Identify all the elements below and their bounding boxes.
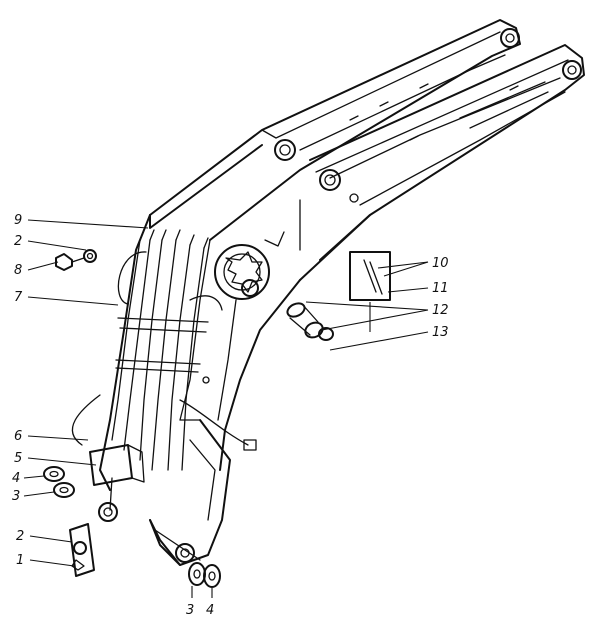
callout-3-bottom: 3 — [186, 603, 194, 618]
bolt-and-washer-8-2 — [55, 249, 97, 271]
callout-9: 9 — [14, 213, 22, 228]
junction-box — [89, 444, 145, 511]
boom-body — [98, 19, 585, 566]
leader-lines — [23, 219, 429, 598]
callout-6: 6 — [14, 429, 22, 444]
washers-3-4-bottom — [188, 562, 221, 588]
callout-11: 11 — [432, 281, 449, 296]
washers-3-4-left — [43, 466, 75, 498]
callout-1: 1 — [16, 553, 24, 568]
callout-10: 10 — [432, 256, 449, 271]
callout-3-left: 3 — [12, 489, 20, 504]
pivot-hub — [214, 244, 270, 300]
pin-with-washers — [286, 302, 334, 341]
hydraulic-lines — [71, 229, 257, 471]
callout-12: 12 — [432, 303, 449, 318]
pin-plate-inset — [349, 251, 391, 301]
callout-2-upper: 2 — [14, 234, 22, 249]
callout-13: 13 — [432, 325, 449, 340]
bottom-bolt-plate-1-2 — [69, 523, 95, 577]
callout-5: 5 — [14, 451, 22, 466]
callout-4-left: 4 — [12, 471, 20, 486]
callout-7: 7 — [14, 290, 23, 305]
callout-2-lower: 2 — [16, 529, 24, 544]
callout-4-bottom: 4 — [206, 603, 214, 618]
callout-8: 8 — [14, 263, 22, 278]
callout-labels: 9 2 8 7 6 5 4 3 2 1 10 11 12 13 3 4 — [12, 213, 449, 618]
